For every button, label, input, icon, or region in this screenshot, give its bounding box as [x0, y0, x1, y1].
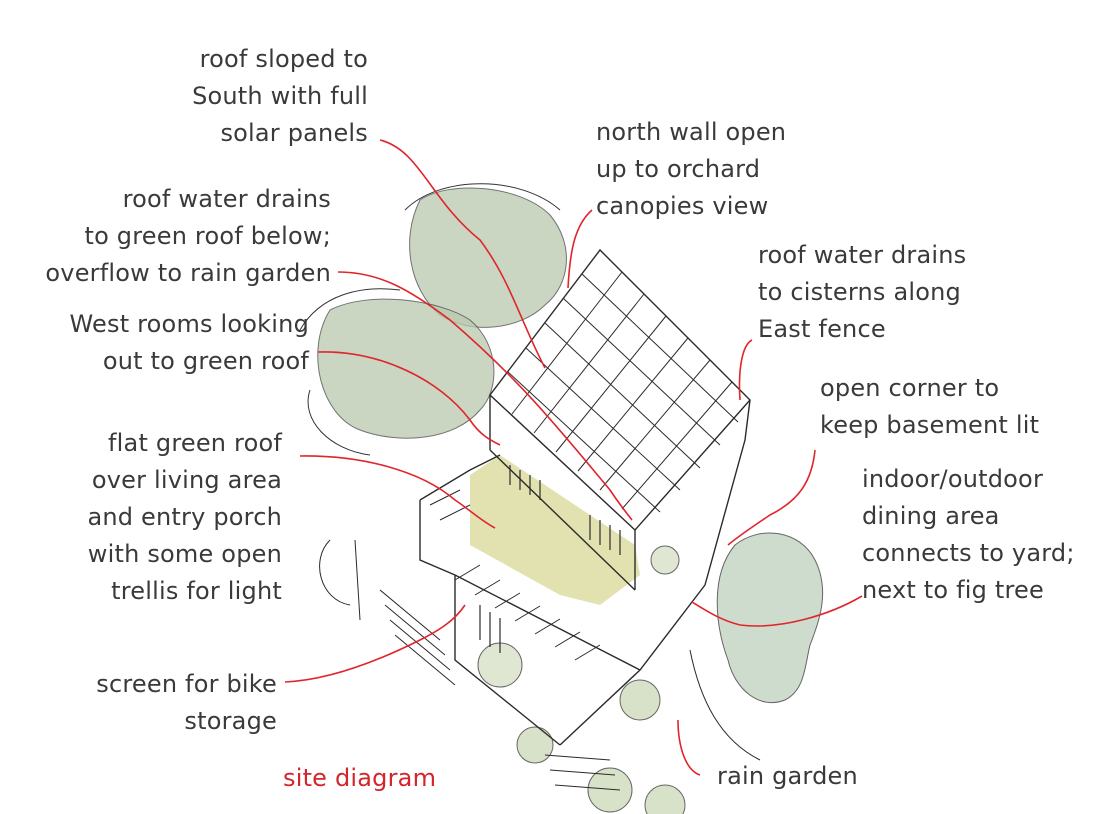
shrub — [619, 679, 661, 721]
label-bike-screen: screen for bike storage — [96, 670, 277, 735]
fig-tree — [716, 532, 824, 704]
label-north-wall: north wall open up to orchard canopies v… — [596, 118, 787, 220]
leader-dining — [691, 595, 863, 627]
green-roof-fill — [470, 455, 640, 605]
diagram-caption: site diagram — [283, 764, 437, 792]
shrub — [644, 784, 686, 814]
leader-roof-solar — [379, 139, 546, 369]
steps — [379, 589, 621, 791]
leader-bike-screen — [284, 604, 466, 683]
shrub — [650, 545, 680, 575]
leader-west-rooms — [317, 351, 501, 446]
label-roof-water-cistern: roof water drains to cisterns along East… — [758, 241, 967, 343]
leader-north-wall — [567, 209, 593, 289]
tree-canopy-outline — [299, 183, 561, 456]
shrub — [587, 767, 633, 813]
label-roof-water-green: roof water drains to green roof below; o… — [45, 185, 331, 287]
leader-flat-green-roof — [299, 455, 496, 529]
tree-canopies — [299, 183, 824, 814]
label-rain-garden: rain garden — [717, 762, 858, 790]
leader-roof-water-cistern — [738, 339, 753, 401]
label-dining: indoor/outdoor dining area connects to y… — [862, 465, 1075, 604]
tree-canopy-north — [409, 187, 567, 328]
site-lines — [319, 539, 761, 761]
windows — [479, 465, 621, 653]
label-west-rooms: West rooms looking out to green roof — [69, 310, 309, 375]
leader-roof-water-green — [337, 271, 633, 521]
label-flat-green-roof: flat green roof over living area and ent… — [87, 429, 282, 605]
leader-rain-garden — [677, 719, 701, 776]
label-roof-solar: roof sloped to South with full solar pan… — [192, 45, 368, 147]
building-walls — [419, 395, 751, 746]
shrub — [516, 726, 554, 764]
leader-open-corner — [727, 449, 816, 546]
annotation-lines — [284, 139, 863, 776]
solar-grid — [507, 271, 739, 513]
label-open-corner: open corner to keep basement lit — [820, 374, 1040, 439]
building — [319, 248, 761, 791]
trellis — [429, 489, 601, 661]
